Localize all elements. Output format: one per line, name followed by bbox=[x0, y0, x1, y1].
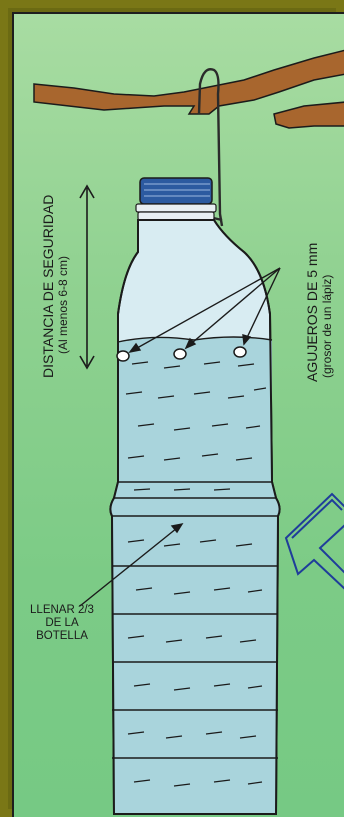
safety-distance-text: DISTANCIA DE SEGURIDAD bbox=[40, 194, 56, 378]
safety-distance-label: DISTANCIA DE SEGURIDAD (Al menos 6-8 cm) bbox=[40, 195, 70, 378]
holes-text: AGUJEROS DE 5 mm bbox=[304, 242, 320, 382]
dimension-arrow-icon bbox=[79, 184, 95, 370]
hole-arrows bbox=[128, 267, 281, 354]
fill-arrow bbox=[79, 522, 184, 607]
fill-line-3: BOTELLA bbox=[36, 630, 88, 642]
bottle-cap-icon bbox=[135, 177, 217, 221]
holes-note: (grosor de un lápiz) bbox=[320, 274, 334, 378]
holes-label: AGUJEROS DE 5 mm (grosor de un lápiz) bbox=[304, 243, 334, 382]
diagram-panel: DISTANCIA DE SEGURIDAD (Al menos 6-8 cm)… bbox=[12, 12, 344, 817]
fill-line-1: LLENAR 2/3 bbox=[30, 604, 94, 616]
branch-icon bbox=[33, 49, 344, 129]
holes-icon bbox=[116, 346, 247, 362]
bottle-diagram bbox=[33, 49, 344, 815]
safety-distance-note: (Al menos 6-8 cm) bbox=[56, 255, 70, 354]
bottle-icon bbox=[109, 219, 281, 815]
t-tool-icon bbox=[284, 492, 344, 590]
water-icon bbox=[110, 337, 280, 814]
fill-label: LLENAR 2/3 DE LA BOTELLA bbox=[18, 604, 106, 643]
fill-line-2: DE LA bbox=[45, 617, 79, 629]
